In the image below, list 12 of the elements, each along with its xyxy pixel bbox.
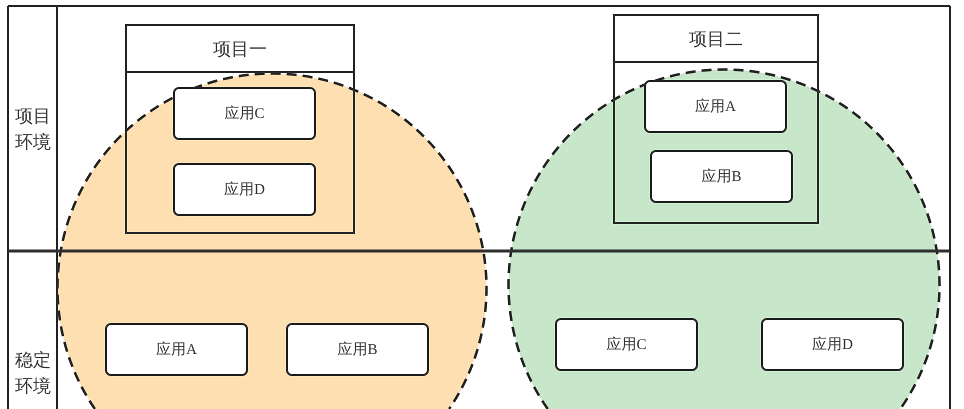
app-box: 应用B [650, 150, 793, 203]
project-box [125, 24, 355, 234]
app-box: 应用C [173, 87, 316, 140]
row-label: 项目环境 [14, 105, 52, 154]
app-box: 应用A [644, 80, 787, 133]
app-box: 应用D [173, 163, 316, 216]
app-box: 应用C [555, 318, 698, 371]
app-box: 应用A [105, 323, 248, 376]
app-box: 应用D [761, 318, 904, 371]
row-label: 稳定环境 [14, 349, 52, 398]
project-box [613, 14, 819, 224]
app-box: 应用B [286, 323, 429, 376]
